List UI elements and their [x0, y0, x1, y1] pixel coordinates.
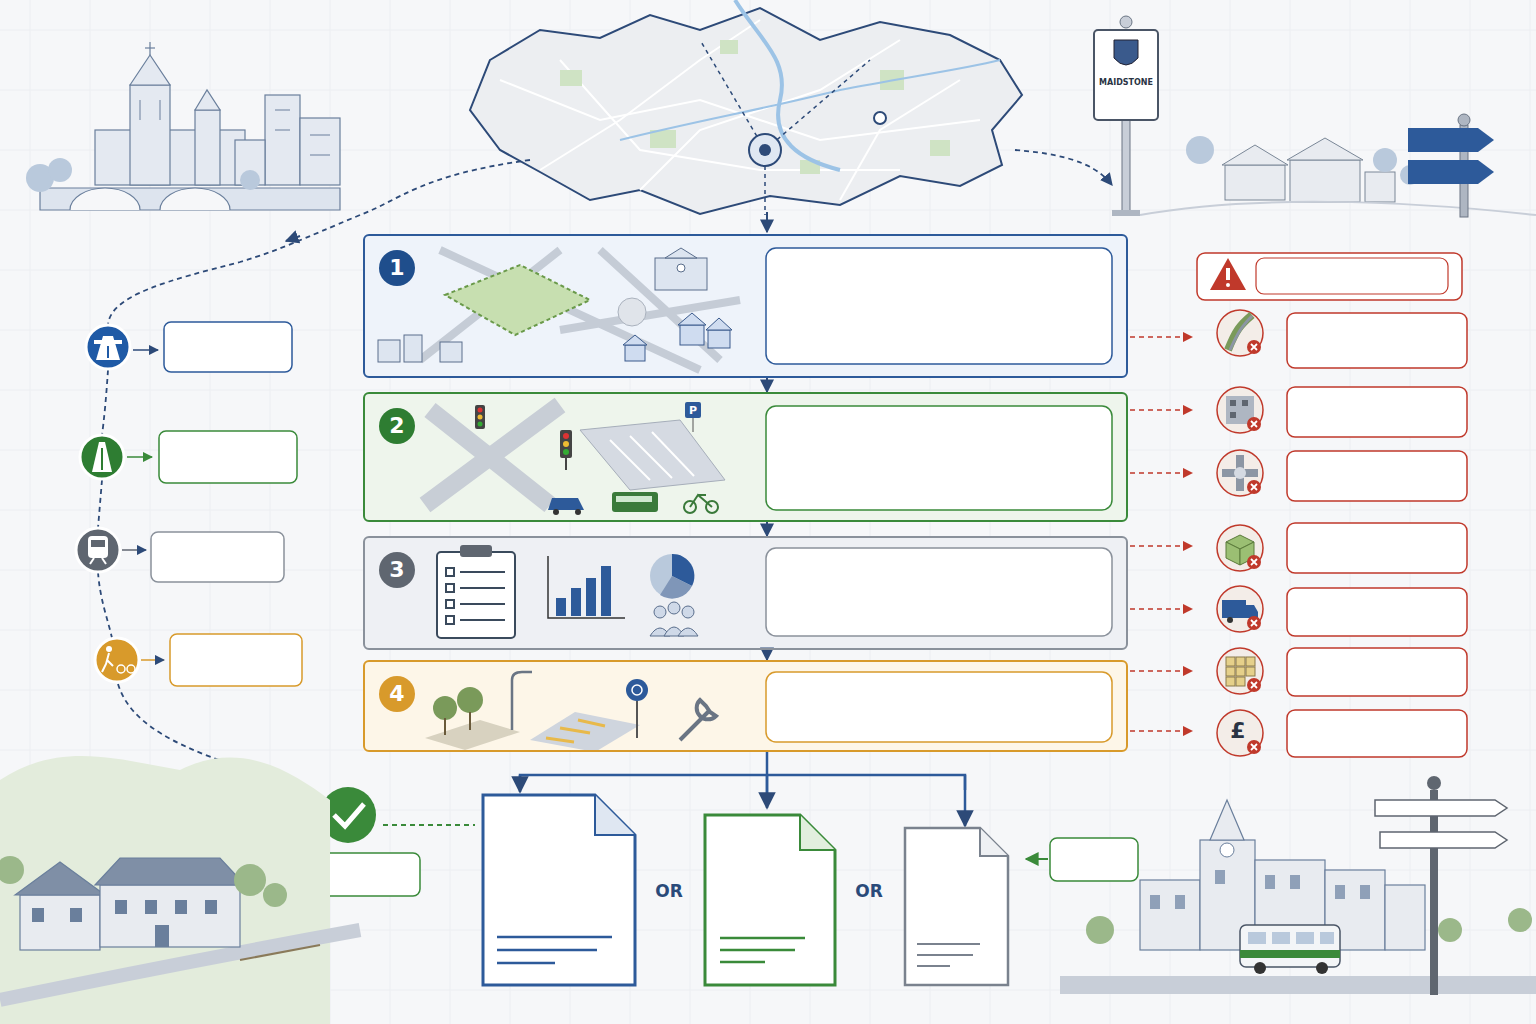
- flow-arrow: [766, 650, 768, 660]
- step-number-badge: 1: [379, 250, 415, 286]
- flow-arrow: [766, 522, 768, 536]
- step-number-badge: 4: [379, 676, 415, 712]
- step-number-badge: 2: [379, 408, 415, 444]
- flow-arrow: [766, 378, 768, 392]
- alternative-word: OR: [655, 883, 683, 900]
- step-panel: 3: [363, 536, 1128, 650]
- step-panel: 1: [363, 234, 1128, 378]
- step-number: 4: [389, 683, 404, 705]
- step-panel: 2: [363, 392, 1128, 522]
- step-panel: 4: [363, 660, 1128, 752]
- step-number: 1: [389, 257, 404, 279]
- cost-symbol: £: [1230, 720, 1245, 742]
- step-number: 2: [389, 415, 404, 437]
- step-number-badge: 3: [379, 552, 415, 588]
- alternative-word: OR: [855, 883, 883, 900]
- step-number: 3: [389, 559, 404, 581]
- parking-letter: P: [689, 405, 697, 416]
- town-sign-text: MAIDSTONE: [1099, 79, 1153, 87]
